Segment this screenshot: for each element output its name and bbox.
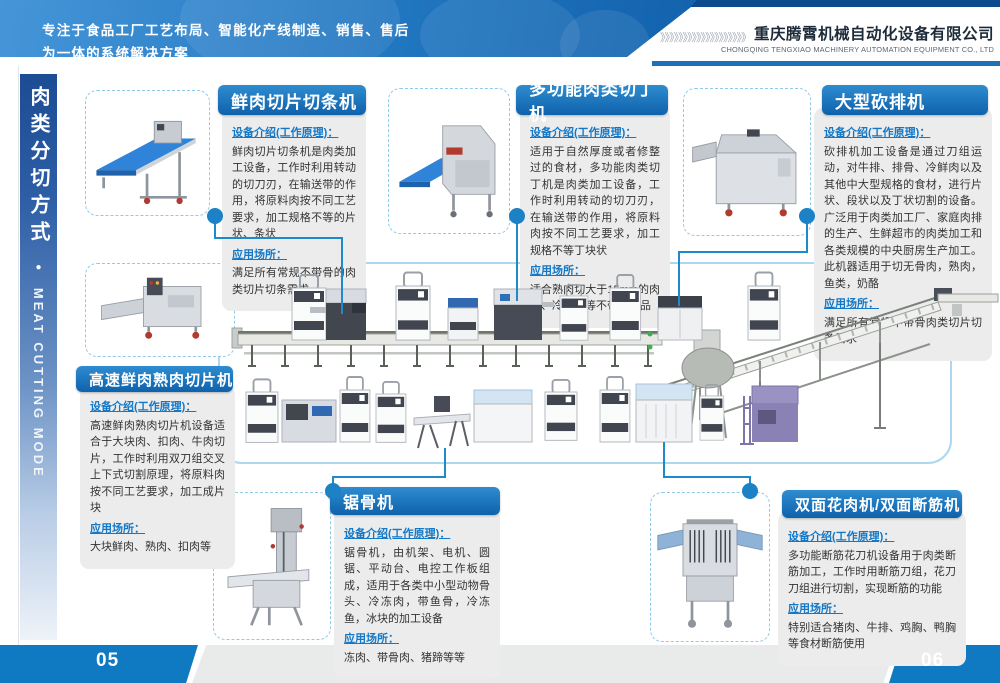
usage-text: 冻肉、带骨肉、猪蹄等等 bbox=[344, 651, 465, 664]
usage-text: 适合熟肉切大于15mm的肉块、冷冻肉等不带骨产品 bbox=[530, 283, 660, 313]
card-title-meat-dicer: 多功能肉类切丁机 bbox=[516, 80, 668, 124]
usage-label: 应用场所： bbox=[824, 298, 879, 310]
intro-label: 设备介绍(工作原理)： bbox=[232, 127, 339, 139]
intro-label: 设备介绍(工作原理)： bbox=[344, 528, 451, 540]
usage-label: 应用场所： bbox=[90, 522, 145, 535]
intro-text: 鲜肉切片切条机是肉类加工设备，工作时利用转动的切刀刃，在输送带的作用，将原料肉按… bbox=[232, 145, 356, 241]
section-title-cn: 肉类分切方式 bbox=[27, 86, 49, 248]
intro-text: 高速鲜肉熟肉切片机设备适合于大块肉、扣肉、牛肉切片，工作时利用双刀组交叉上下式切… bbox=[90, 419, 225, 515]
card-body-bone-saw: 设备介绍(工作原理)： 锯骨机，由机架、电机、圆锯、平动台、电控工作板组成，适用… bbox=[334, 509, 500, 679]
header-blue-band bbox=[0, 0, 700, 57]
intro-text: 锯骨机，由机架、电机、圆锯、平动台、电控工作板组成，适用于各类中小型动物骨头、冷… bbox=[344, 546, 490, 625]
intro-text: 砍排机加工设备是通过刀组运动，对牛排、排骨、冷鲜肉以及其他中大型规格的食材，进行… bbox=[824, 145, 982, 290]
intro-label: 设备介绍(工作原理)： bbox=[788, 531, 895, 543]
usage-text: 满足所有常规不带骨肉类切片切条需求 bbox=[824, 316, 982, 346]
high-speed-slicer-image bbox=[85, 263, 235, 357]
high-speed-slicer-drawing bbox=[101, 277, 202, 339]
tendon-cutter-drawing bbox=[657, 519, 763, 628]
intro-label: 设备介绍(工作原理)： bbox=[530, 127, 637, 139]
card-body-high-speed-slicer: 设备介绍(工作原理)： 高速鲜肉熟肉切片机设备适合于大块肉、扣肉、牛肉切片，工作… bbox=[80, 386, 235, 569]
card-title-tendon-cutter: 双面花肉机/双面断筋机 bbox=[782, 490, 962, 518]
company-name-cn: 重庆腾霄机械自动化设备有限公司 bbox=[753, 26, 994, 43]
meat-dicer-drawing bbox=[399, 125, 496, 218]
sidebar-gradient-stripe bbox=[20, 74, 57, 640]
usage-label: 应用场所： bbox=[232, 248, 287, 261]
large-chopper-image bbox=[683, 88, 811, 236]
intro-label: 设备介绍(工作原理)： bbox=[90, 401, 197, 413]
header-top-dark-bar bbox=[690, 0, 1000, 7]
large-chopper-drawing bbox=[692, 129, 798, 217]
footer-left-banner bbox=[0, 645, 198, 683]
chevron-decoration-icon: 》》》》》》》》》》》》》》》》》》》 bbox=[660, 32, 752, 44]
page-gutter-line bbox=[18, 66, 19, 646]
card-body-tendon-cutter: 设备介绍(工作原理)： 多功能断筋花刀机设备用于肉类断筋加工，工作时用断筋刀组，… bbox=[778, 512, 966, 666]
intro-label: 设备介绍(工作原理)： bbox=[824, 127, 931, 139]
card-title-large-chopper: 大型砍排机 bbox=[822, 85, 988, 115]
card-body-meat-dicer: 设备介绍(工作原理)： 适用于自然厚度或者修整过的食材，多功能肉类切丁机是肉类加… bbox=[520, 108, 670, 328]
page-number-right: 06 bbox=[921, 650, 945, 671]
fresh-meat-slicer-drawing bbox=[96, 120, 196, 205]
tagline-line2: 为一体的系统解决方案 bbox=[42, 45, 189, 61]
section-title-vertical: 肉类分切方式 ● MEAT CUTTING MODE bbox=[20, 86, 57, 626]
usage-label: 应用场所： bbox=[788, 603, 843, 615]
section-title-bullet: ● bbox=[33, 262, 44, 274]
usage-text: 大块鲜肉、熟肉、扣肉等 bbox=[90, 541, 211, 553]
usage-label: 应用场所： bbox=[344, 633, 399, 645]
intro-text: 多功能断筋花刀机设备用于肉类断筋加工，工作时用断筋刀组，花刀刀组进行切割，实现断… bbox=[788, 549, 956, 595]
usage-text: 满足所有常规不带骨的肉类切片切条需求 bbox=[232, 267, 356, 296]
header-tagline: 专注于食品工厂工艺布局、智能化产线制造、销售、售后 为一体的系统解决方案 bbox=[42, 20, 410, 66]
usage-text: 特别适合猪肉、牛排、鸡胸、鸭胸等食材断筋使用 bbox=[788, 621, 956, 651]
card-title-bone-saw: 锯骨机 bbox=[330, 487, 500, 515]
section-title-en: MEAT CUTTING MODE bbox=[31, 287, 46, 479]
page-number-left: 05 bbox=[96, 650, 120, 671]
intro-text: 适用于自然厚度或者修整过的食材，多功能肉类切丁机是肉类加工设备，工作时利用转动的… bbox=[530, 145, 660, 257]
header-rule bbox=[652, 61, 1000, 66]
usage-label: 应用场所： bbox=[530, 265, 585, 277]
fresh-meat-slicer-image bbox=[85, 90, 210, 216]
card-title-high-speed-slicer: 高速鲜肉熟肉切片机 bbox=[76, 366, 233, 392]
dot-card1 bbox=[207, 208, 223, 224]
meat-dicer-image bbox=[388, 88, 510, 234]
tagline-line1: 专注于食品工厂工艺布局、智能化产线制造、销售、售后 bbox=[42, 23, 410, 38]
company-name-en: CHONGQING TENGXIAO MACHINERY AUTOMATION … bbox=[720, 45, 994, 54]
card-title-fresh-meat-slicer: 鲜肉切片切条机 bbox=[218, 85, 366, 115]
bone-saw-drawing bbox=[227, 508, 310, 626]
card-body-large-chopper: 设备介绍(工作原理)： 砍排机加工设备是通过刀组运动，对牛排、排骨、冷鲜肉以及其… bbox=[814, 108, 992, 361]
tendon-cutter-image bbox=[650, 492, 770, 642]
card-body-fresh-meat-slicer: 设备介绍(工作原理)： 鲜肉切片切条机是肉类加工设备，工作时利用转动的切刀刃，在… bbox=[222, 108, 366, 311]
